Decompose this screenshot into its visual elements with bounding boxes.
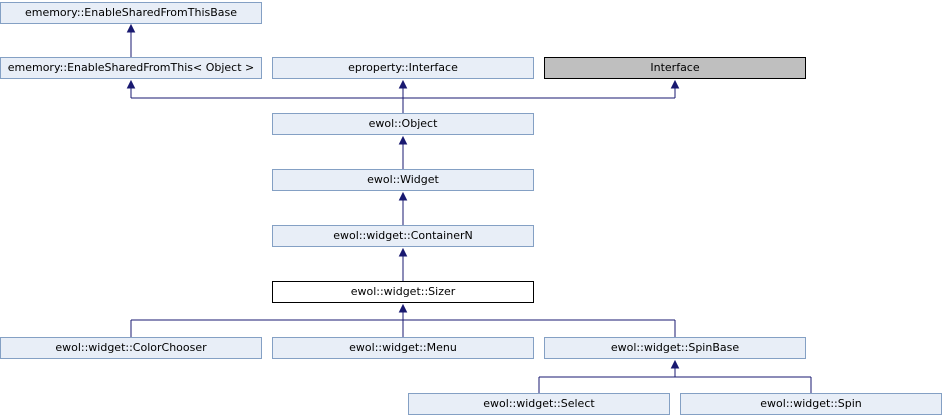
node-ewol-widget[interactable]: ewol::Widget [272,169,534,191]
arrowhead [126,79,136,89]
node-spin-base[interactable]: ewol::widget::SpinBase [544,337,806,359]
arrowhead [670,79,680,89]
node-enable-shared-from-this-base[interactable]: ememory::EnableSharedFromThisBase [0,2,262,24]
node-menu[interactable]: ewol::widget::Menu [272,337,534,359]
node-spin[interactable]: ewol::widget::Spin [680,393,942,415]
node-eproperty-interface[interactable]: eproperty::Interface [272,57,534,79]
arrowhead [398,303,408,313]
node-color-chooser[interactable]: ewol::widget::ColorChooser [0,337,262,359]
node-interface: Interface [544,57,806,79]
arrowhead [398,135,408,145]
node-container-n[interactable]: ewol::widget::ContainerN [272,225,534,247]
arrowhead [126,23,136,33]
arrowhead [398,191,408,201]
arrowhead [398,247,408,257]
node-sizer: ewol::widget::Sizer [272,281,534,303]
node-select[interactable]: ewol::widget::Select [408,393,670,415]
arrowhead [398,79,408,89]
arrowhead [670,359,680,369]
node-enable-shared-from-this-object[interactable]: ememory::EnableSharedFromThis< Object > [0,57,262,79]
node-ewol-object[interactable]: ewol::Object [272,113,534,135]
